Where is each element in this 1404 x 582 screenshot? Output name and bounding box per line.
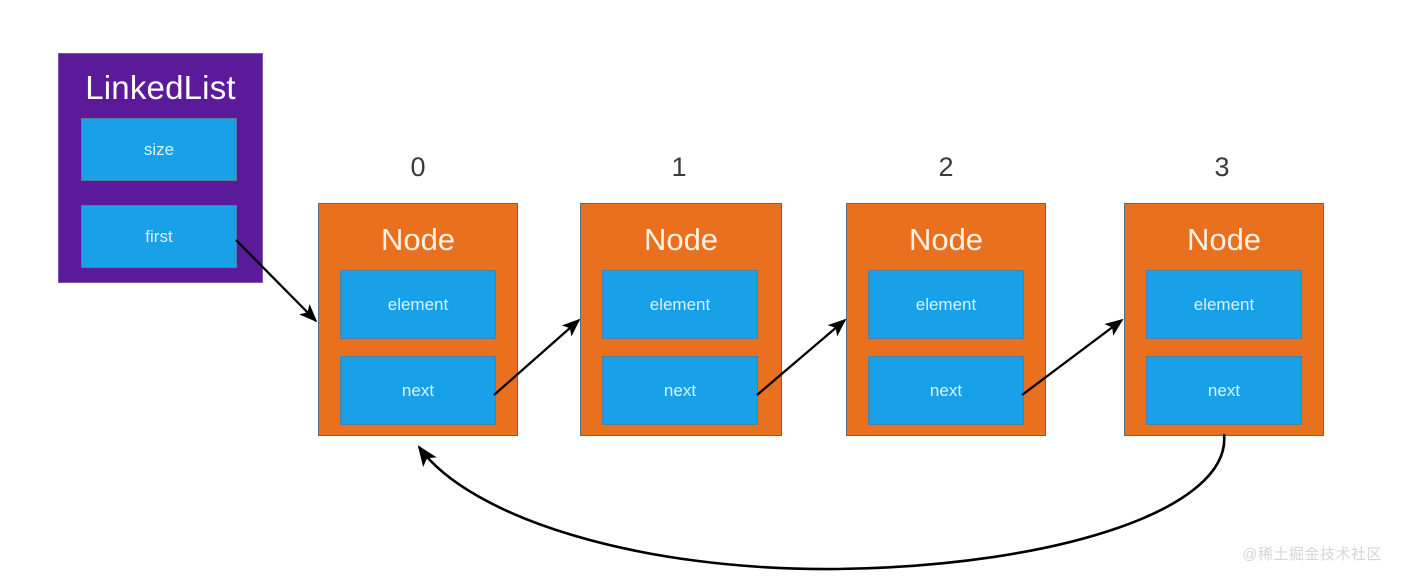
- linkedlist-field-size: size: [81, 118, 237, 181]
- node-field-next: next: [602, 356, 758, 425]
- watermark: @稀土掘金技术社区: [1242, 546, 1382, 563]
- node-box-1: Node element next: [580, 203, 782, 436]
- node-field-next: next: [340, 356, 496, 425]
- node-field-element: element: [602, 270, 758, 339]
- linkedlist-title: LinkedList: [85, 69, 236, 106]
- node-index-2: 2: [938, 152, 954, 182]
- node-box-2: Node element next: [846, 203, 1046, 436]
- linkedlist-field-first: first: [81, 205, 237, 268]
- node-index-1: 1: [671, 152, 687, 182]
- node-title: Node: [908, 222, 984, 257]
- arrow-node3-to-node0-curved: [417, 433, 1226, 571]
- node-title: Node: [643, 222, 719, 257]
- node-field-next: next: [868, 356, 1024, 425]
- linkedlist-box: LinkedList size first: [58, 53, 263, 283]
- node-field-element: element: [340, 270, 496, 339]
- node-title: Node: [1186, 222, 1262, 257]
- node-field-element: element: [868, 270, 1024, 339]
- node-box-0: Node element next: [318, 203, 518, 436]
- node-index-0: 0: [410, 152, 426, 182]
- node-title: Node: [380, 222, 456, 257]
- node-index-3: 3: [1214, 152, 1230, 182]
- node-field-element: element: [1146, 270, 1302, 339]
- node-box-3: Node element next: [1124, 203, 1324, 436]
- node-field-next: next: [1146, 356, 1302, 425]
